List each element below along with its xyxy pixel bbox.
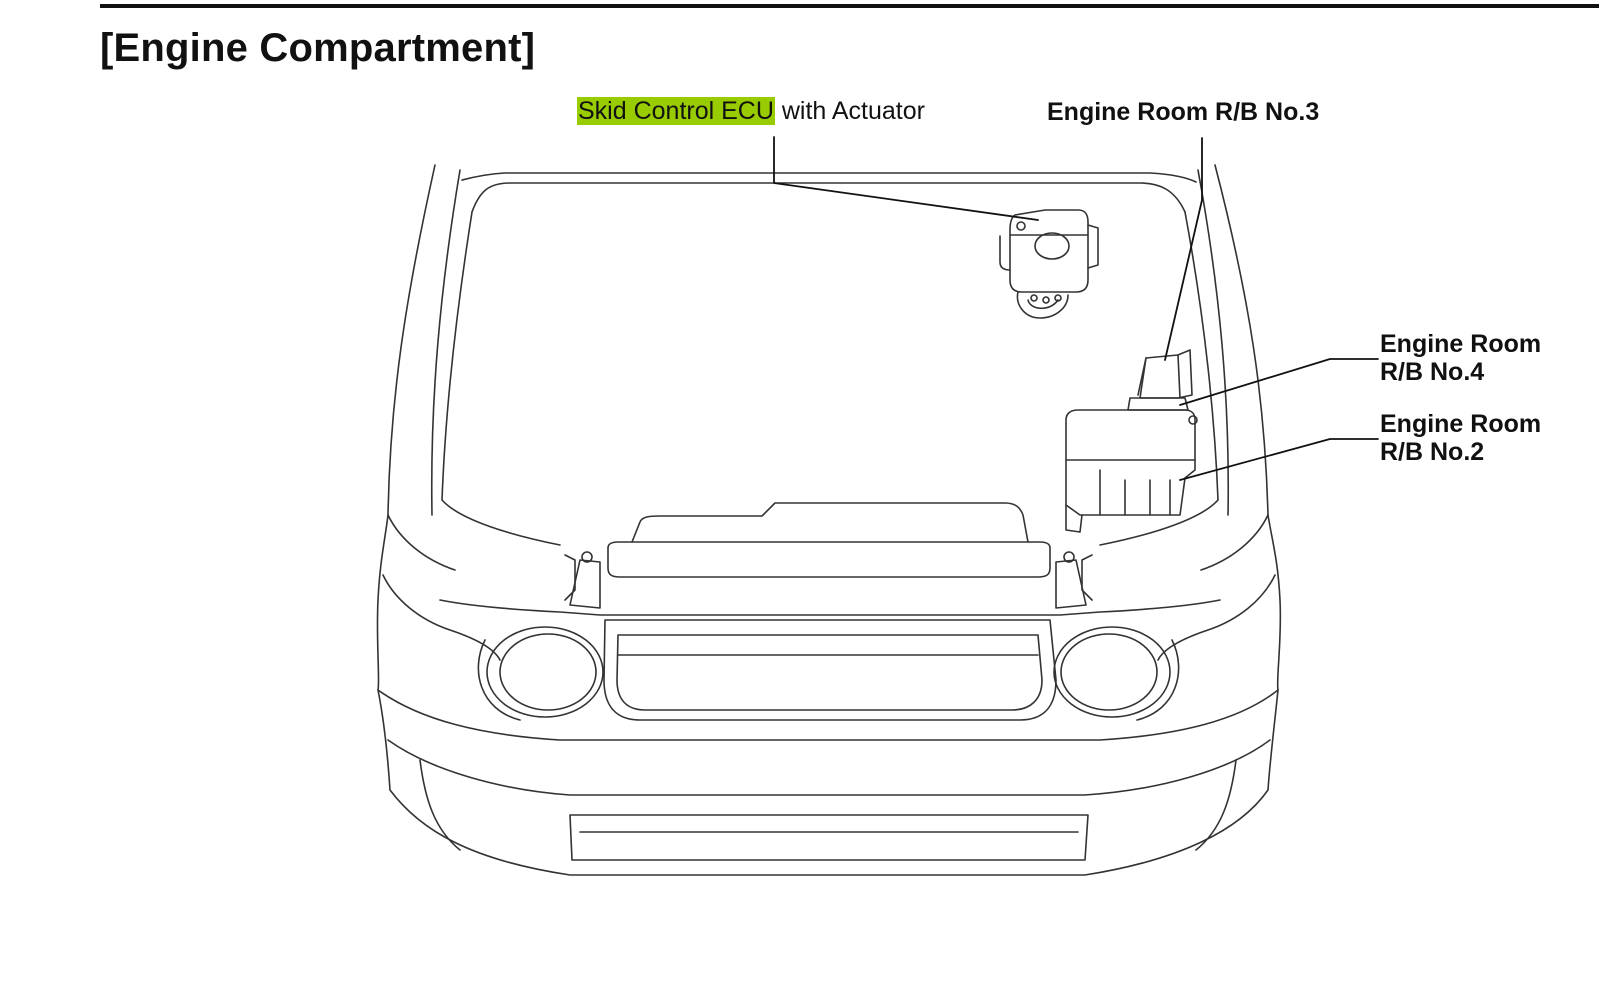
callout-engine-room-rb3: Engine Room R/B No.3 <box>1047 98 1320 126</box>
front-bumper <box>377 689 1279 861</box>
callout-engine-room-rb4: Engine Room R/B No.4 <box>1380 330 1541 386</box>
leader-lines <box>773 136 1379 481</box>
engine-cover <box>607 502 1051 578</box>
callout-skid-control-ecu: Skid Control ECU with Actuator <box>577 97 925 125</box>
leader-rb3 <box>1164 137 1203 361</box>
vehicle-outline <box>376 164 1282 876</box>
callout-line-1: Engine Room <box>1380 410 1542 438</box>
leader-rb4 <box>1179 358 1379 406</box>
callout-line-2: R/B No.2 <box>1380 438 1485 466</box>
callout-engine-room-rb2: Engine Room R/B No.2 <box>1380 410 1541 466</box>
engine-room-rb4 <box>1127 397 1189 411</box>
front-fascia <box>382 551 1276 661</box>
headlamps <box>477 626 1180 721</box>
leader-ecu <box>773 136 1039 221</box>
callout-line-1: Engine Room <box>1380 330 1542 358</box>
grille <box>603 619 1057 721</box>
top-rule <box>100 4 1599 8</box>
engine-room-rb2 <box>1065 409 1198 533</box>
callout-line-2: R/B No.4 <box>1380 358 1485 386</box>
callout-text: with Actuator <box>774 97 925 125</box>
leader-rb2 <box>1179 438 1379 481</box>
section-title: [Engine Compartment] <box>100 26 536 70</box>
highlighted-text: Skid Control ECU <box>577 97 775 125</box>
skid-control-ecu-actuator <box>999 209 1099 319</box>
